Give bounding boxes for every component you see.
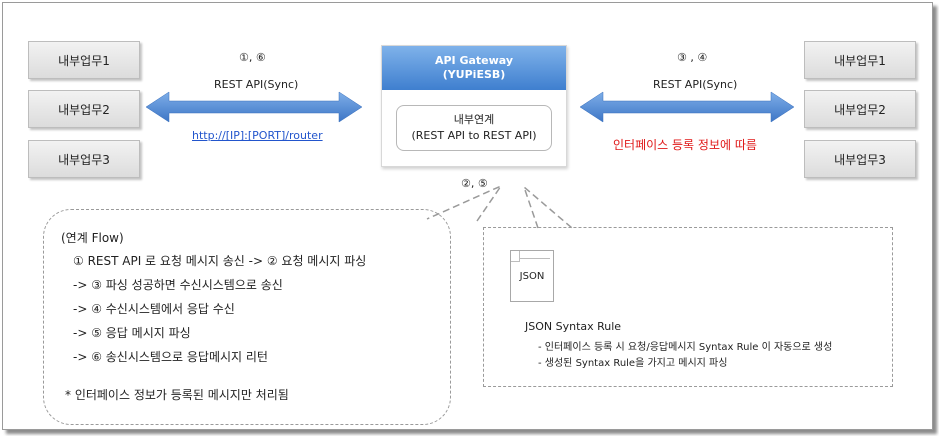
flow-description-box (43, 209, 451, 425)
api-gateway-header: API Gateway (YUPiESB) (382, 46, 566, 90)
left-link-protocol: REST API(Sync) (214, 78, 299, 91)
flow-step-3: -> ④ 수신시스템에서 응답 수신 (73, 302, 235, 316)
right-link-steps: ③ , ④ (677, 51, 708, 64)
left-link-steps: ①, ⑥ (239, 51, 266, 64)
flow-step-1: ① REST API 로 요청 메시지 송신 -> ② 요청 메시지 파싱 (73, 254, 367, 268)
diagram-canvas: 내부업무1 내부업무2 내부업무3 내부업무1 내부업무2 내부업무3 ①, ⑥… (2, 2, 933, 430)
diagram-graphics (145, 91, 795, 229)
flow-step-5: -> ⑥ 송신시스템으로 응답메시지 리턴 (73, 350, 268, 364)
api-gateway-subtitle: (YUPiESB) (442, 68, 506, 81)
json-callout-pointer (522, 184, 573, 229)
json-rule-line-2: - 생성된 Syntax Rule을 가지고 메시지 파싱 (538, 358, 728, 369)
flow-footnote: * 인터페이스 정보가 등록된 메시지만 처리됨 (65, 388, 289, 402)
right-link-note: 인터페이스 등록 정보에 따름 (613, 138, 757, 152)
json-document-icon: JSON (510, 250, 554, 302)
right-system-1: 내부업무1 (804, 41, 916, 79)
api-gateway-title: API Gateway (434, 54, 514, 67)
right-system-3: 내부업무3 (804, 140, 916, 178)
flow-callout-pointer (426, 184, 504, 222)
left-link-url[interactable]: http://[IP]:[PORT]/router (192, 129, 323, 142)
api-gateway: API Gateway (YUPiESB) 내부연계 (REST API to … (381, 45, 567, 167)
flow-step-4: -> ⑤ 응답 메시지 파싱 (73, 326, 191, 340)
internal-link-title: 내부연계 (453, 113, 495, 126)
internal-link-subtitle: (REST API to REST API) (411, 129, 537, 142)
gateway-steps: ②, ⑤ (461, 177, 488, 190)
right-double-arrow (579, 91, 795, 123)
json-rule-box (483, 227, 893, 387)
internal-link-box: 내부연계 (REST API to REST API) (396, 105, 552, 151)
left-system-3: 내부업무3 (28, 140, 140, 178)
flow-title: (연계 Flow) (61, 231, 124, 245)
left-double-arrow (145, 91, 363, 123)
left-system-1: 내부업무1 (28, 41, 140, 79)
json-rule-title: JSON Syntax Rule (525, 320, 622, 333)
left-system-2: 내부업무2 (28, 90, 140, 128)
right-link-protocol: REST API(Sync) (653, 78, 738, 91)
flow-step-2: -> ③ 파싱 성공하면 수신시스템으로 송신 (73, 278, 283, 292)
json-icon-label: JSON (519, 271, 545, 282)
json-rule-line-1: - 인터페이스 등록 시 요청/응답메시지 Syntax Rule 이 자동으로… (538, 342, 833, 353)
right-system-2: 내부업무2 (804, 90, 916, 128)
